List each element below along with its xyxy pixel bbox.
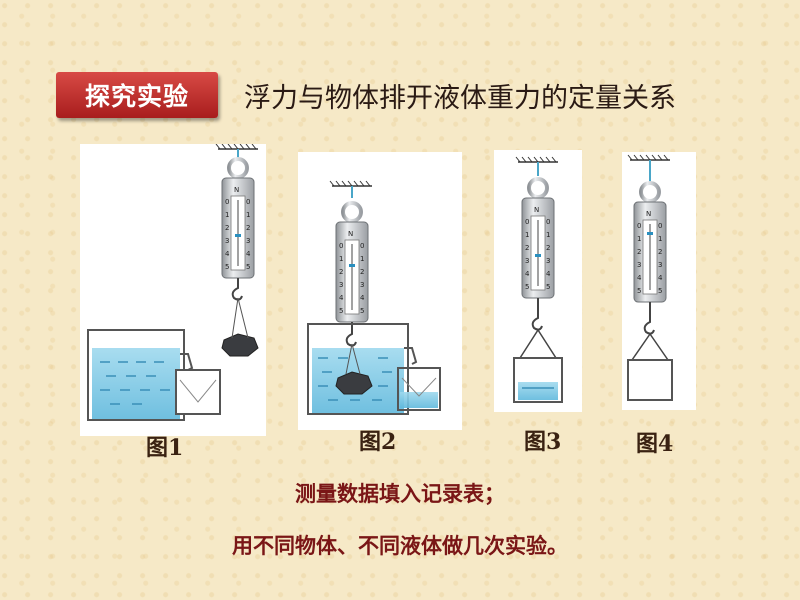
empty-catch-beaker [627,359,673,401]
svg-text:1: 1 [246,211,250,219]
svg-text:2: 2 [637,248,641,256]
figure-3-panel: N 0 1 2 3 4 5 0 1 2 3 4 5 [494,150,582,412]
svg-text:4: 4 [360,294,365,302]
svg-text:0: 0 [637,222,641,230]
svg-text:2: 2 [546,244,550,252]
svg-text:5: 5 [225,263,229,271]
svg-text:0: 0 [360,242,364,250]
svg-text:5: 5 [360,307,364,315]
ceiling-support [515,156,558,176]
scale-unit-label: N [646,210,651,218]
svg-text:5: 5 [339,307,343,315]
svg-text:1: 1 [339,255,343,263]
svg-text:1: 1 [225,211,229,219]
svg-text:4: 4 [225,250,230,258]
svg-text:5: 5 [246,263,250,271]
figure-2-label: 图2 [359,429,397,455]
rock [221,333,259,357]
svg-text:3: 3 [525,257,529,265]
instruction-line-2: 用不同物体、不同液体做几次实验。 [232,534,568,558]
spring-scale [221,157,255,301]
svg-text:5: 5 [658,287,662,295]
scale-ticks: 0 1 2 3 4 5 0 1 2 3 4 5 [637,222,663,295]
svg-text:4: 4 [525,270,530,278]
svg-text:5: 5 [546,283,550,291]
spring-scale [521,177,555,331]
catch-beaker [175,369,221,415]
svg-text:2: 2 [246,224,250,232]
svg-text:4: 4 [637,274,642,282]
svg-text:3: 3 [658,261,662,269]
figure-2-panel: N 0 1 2 3 4 5 0 1 2 3 4 5 [298,152,462,430]
svg-text:0: 0 [658,222,662,230]
scale-unit-label: N [348,230,353,238]
figure-1-drawing: N 0 1 2 3 4 5 0 1 2 3 4 5 [87,144,259,421]
scale-ticks: 0 1 2 3 4 5 0 1 2 3 4 5 [225,198,251,271]
svg-text:1: 1 [360,255,364,263]
svg-text:1: 1 [546,231,550,239]
figure-2-drawing: N 0 1 2 3 4 5 0 1 2 3 4 5 [307,180,441,415]
svg-text:4: 4 [658,274,663,282]
figure-3-drawing: N 0 1 2 3 4 5 0 1 2 3 4 5 [513,156,563,403]
spring-scale [633,181,667,335]
spring-scale [335,201,369,347]
instruction-line-1: 测量数据填入记录表； [295,482,505,506]
svg-text:4: 4 [546,270,551,278]
scale-ticks: 0 1 2 3 4 5 0 1 2 3 4 5 [525,218,551,291]
svg-text:1: 1 [525,231,529,239]
svg-text:4: 4 [246,250,251,258]
svg-text:0: 0 [225,198,229,206]
svg-text:0: 0 [246,198,250,206]
rock [335,371,373,395]
figure-4-panel: N 0 1 2 3 4 5 0 1 2 3 4 5 [622,152,696,410]
figure-1-panel: N 0 1 2 3 4 5 0 1 2 3 4 5 [80,144,266,436]
svg-text:2: 2 [225,224,229,232]
svg-text:4: 4 [339,294,344,302]
ceiling-support [329,180,372,198]
svg-text:2: 2 [658,248,662,256]
svg-text:3: 3 [360,281,364,289]
svg-text:3: 3 [225,237,229,245]
svg-text:3: 3 [546,257,550,265]
svg-text:2: 2 [339,268,343,276]
figure-3-label: 图3 [524,429,562,455]
svg-text:5: 5 [637,287,641,295]
svg-text:3: 3 [246,237,250,245]
svg-text:0: 0 [546,218,550,226]
scale-unit-label: N [534,206,539,214]
ceiling-support [627,154,670,182]
figure-1-label: 图1 [146,435,184,461]
svg-text:2: 2 [525,244,529,252]
scale-ticks: 0 1 2 3 4 5 0 1 2 3 4 5 [339,242,365,315]
catch-beaker [397,367,441,411]
svg-text:2: 2 [360,268,364,276]
page-title: 浮力与物体排开液体重力的定量关系 [244,83,676,114]
experiment-badge: 探究实验 [56,72,218,118]
svg-text:3: 3 [339,281,343,289]
catch-beaker-with-water [513,357,563,403]
svg-text:1: 1 [658,235,662,243]
figure-4-label: 图4 [636,431,674,457]
svg-text:0: 0 [339,242,343,250]
svg-text:3: 3 [637,261,641,269]
scale-unit-label: N [234,186,239,194]
svg-text:5: 5 [525,283,529,291]
svg-text:1: 1 [637,235,641,243]
svg-text:0: 0 [525,218,529,226]
figure-4-drawing: N 0 1 2 3 4 5 0 1 2 3 4 5 [627,154,673,401]
